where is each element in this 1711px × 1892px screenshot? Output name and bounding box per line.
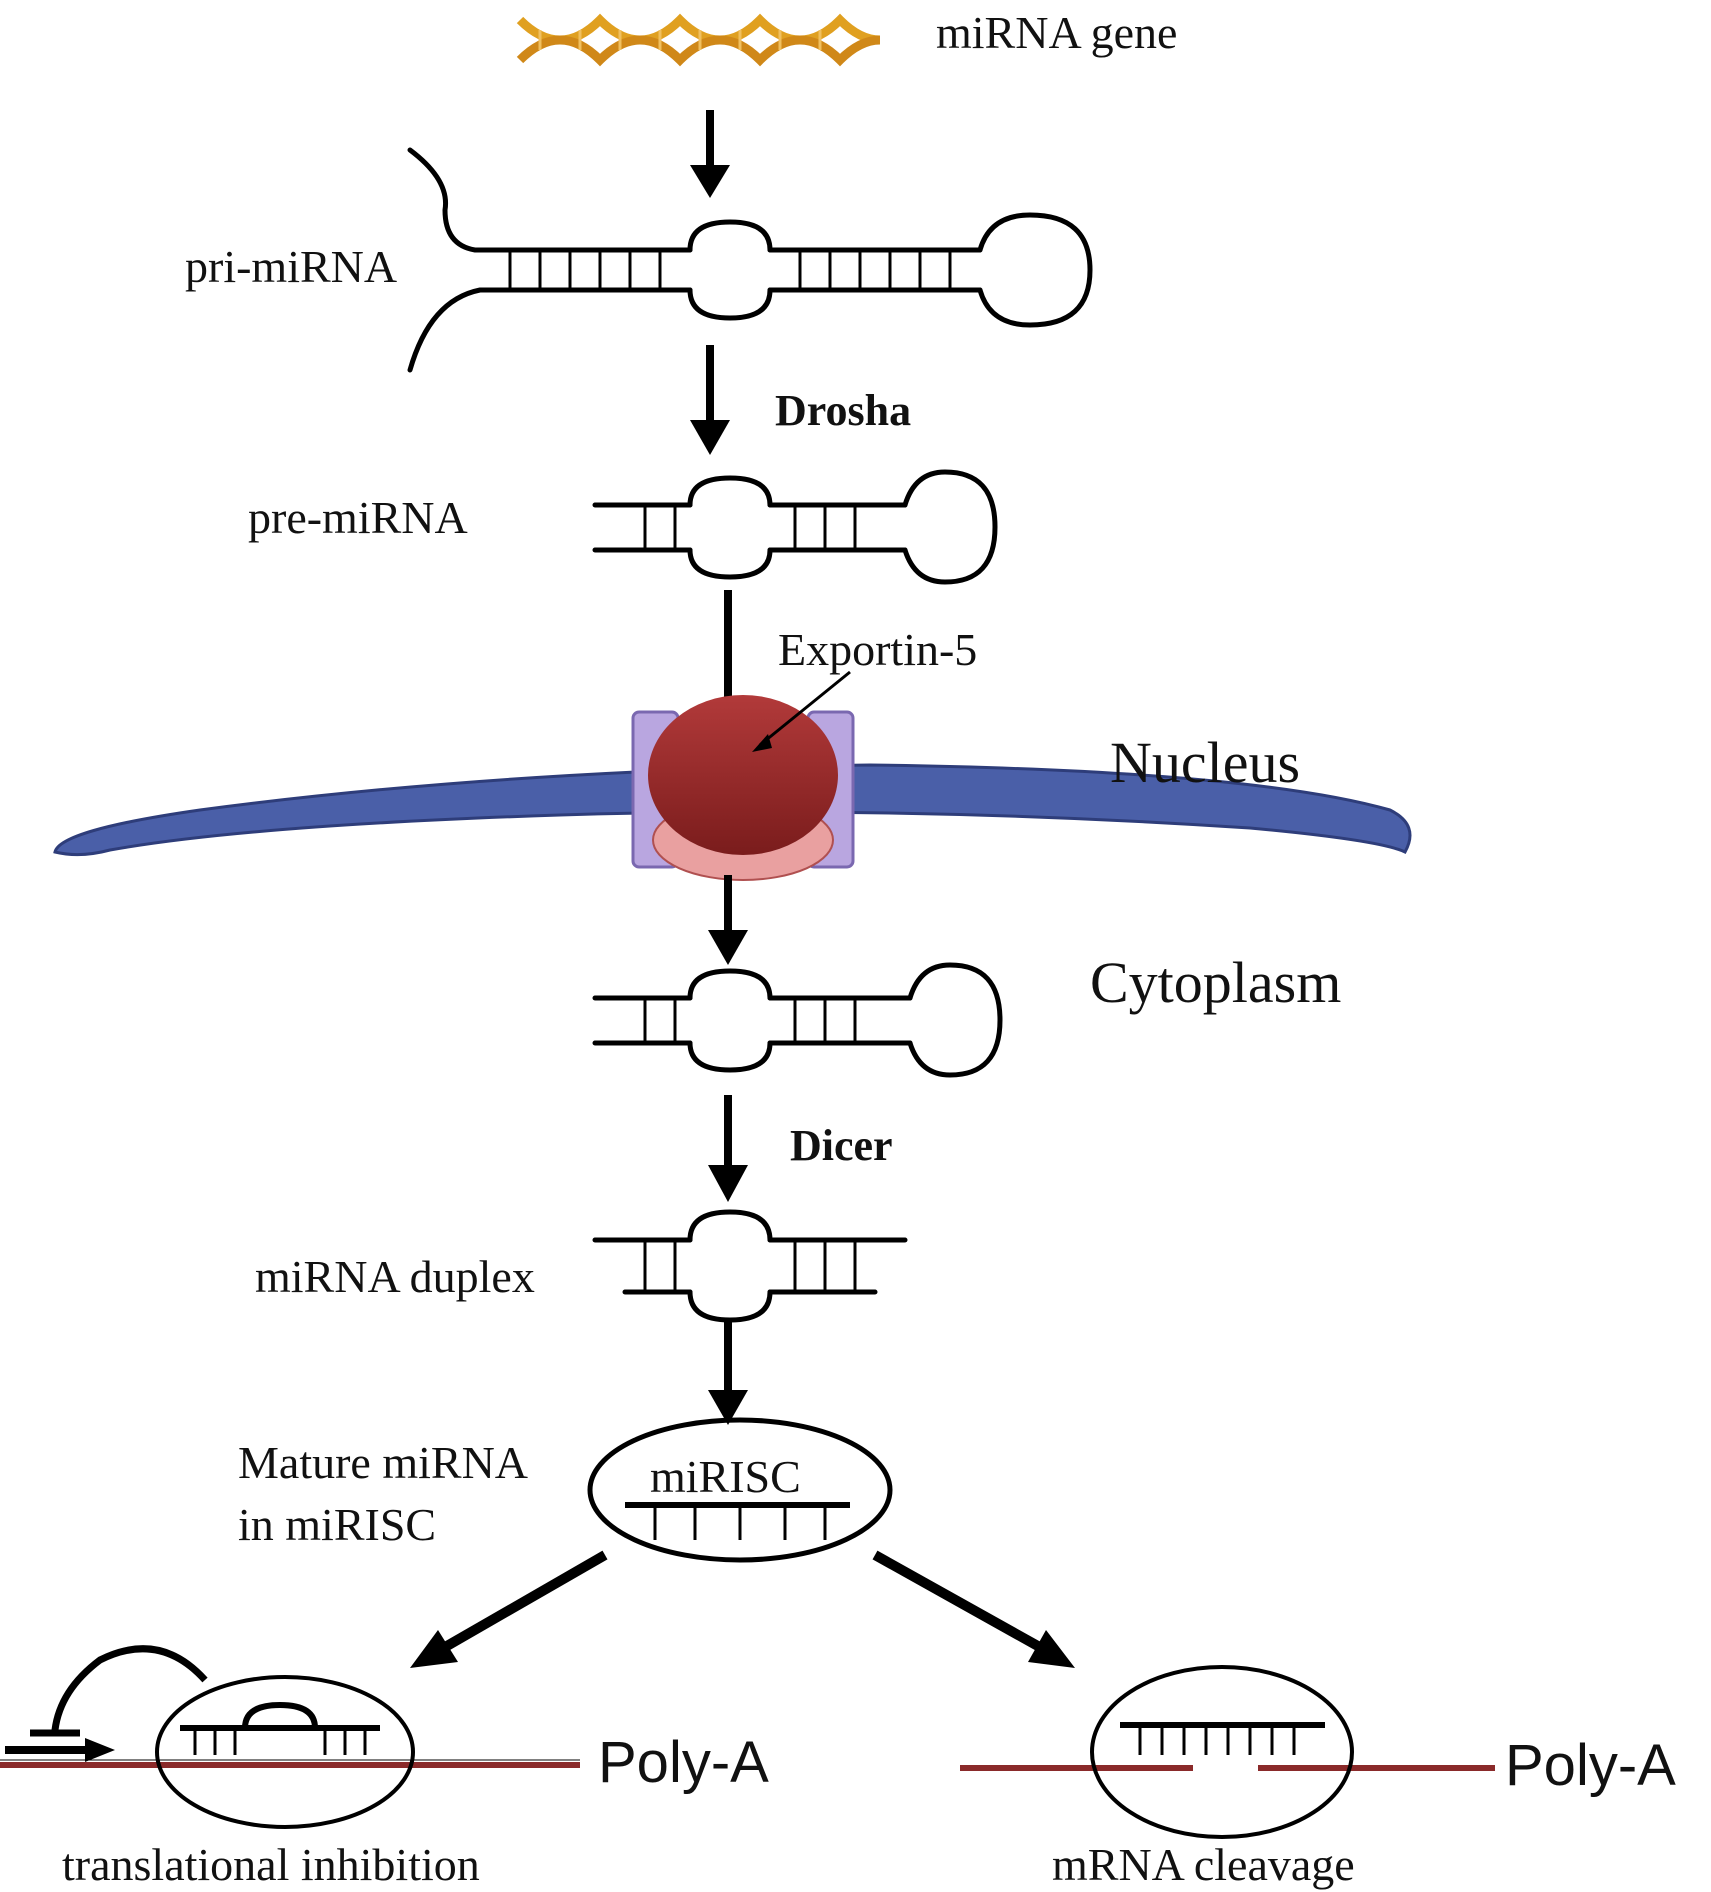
arrow-gene-to-pri [690,110,730,198]
duplex-label: miRNA duplex [255,1251,535,1302]
mirna-duplex [592,1209,908,1323]
mirisc-complex [587,1417,893,1563]
pri-mirna-hairpin [407,147,1093,373]
exportin-protein-icon [648,695,838,881]
arrow-duplex-to-mirisc [708,1320,748,1425]
mirna-gene-label: miRNA gene [936,7,1177,58]
cytoplasmic-pre-mirna [592,962,1003,1078]
translational-inhibition-label: translational inhibition [62,1839,480,1890]
arrow-to-mrna-cleavage [872,1550,1075,1668]
translational-inhibition-panel [0,1645,580,1829]
mature-mirna-label-1: Mature miRNA [238,1437,528,1488]
poly-a-left-label: Poly-A [598,1730,769,1795]
poly-a-right-label: Poly-A [1505,1733,1676,1798]
pre-mirna-label: pre-miRNA [248,492,468,543]
mrna-cleavage-label: mRNA cleavage [1052,1839,1355,1890]
mirisc-label: miRISC [650,1451,801,1502]
mrna-cleavage-panel [960,1665,1495,1839]
arrow-to-translational-inhibition [410,1550,608,1668]
arrow-pre-to-duplex [708,1095,748,1202]
arrow-pri-to-pre [690,345,730,455]
cytoplasm-label: Cytoplasm [1090,950,1341,1015]
dna-helix-icon [516,13,881,67]
pre-mirna-hairpin [592,469,998,585]
dicer-label: Dicer [790,1121,893,1170]
nucleus-label: Nucleus [1110,730,1300,795]
exportin-label: Exportin-5 [778,624,977,675]
mature-mirna-label-2: in miRISC [238,1499,436,1550]
drosha-label: Drosha [775,386,911,435]
arrow-export-to-cytoplasm [708,875,748,965]
pri-mirna-label: pri-miRNA [185,241,397,292]
exportin-pointer [752,670,851,752]
